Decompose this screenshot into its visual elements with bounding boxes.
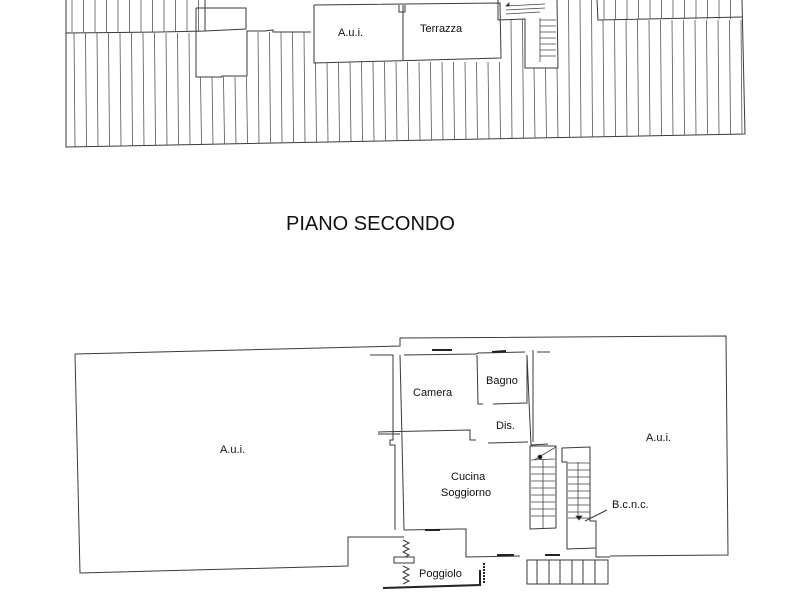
room-label-poggiolo: Poggiolo <box>419 568 462 580</box>
room-label-camera: Camera <box>413 387 453 399</box>
lower-floor-plan <box>74 335 729 589</box>
room-label-terrazza: Terrazza <box>420 23 463 35</box>
room-label-aui-left: A.u.i. <box>220 444 245 456</box>
room-label-aui-right: A.u.i. <box>646 432 671 444</box>
room-label-cucina: Cucina <box>451 471 486 483</box>
upper-roof-plan <box>65 0 746 148</box>
room-label-dis: Dis. <box>496 420 515 432</box>
room-label-bcnc: B.c.n.c. <box>612 499 649 511</box>
page-title: PIANO SECONDO <box>286 213 455 235</box>
room-label-soggiorno: Soggiorno <box>441 487 491 499</box>
room-label-aui-top: A.u.i. <box>338 27 363 39</box>
room-label-bagno: Bagno <box>486 375 518 387</box>
